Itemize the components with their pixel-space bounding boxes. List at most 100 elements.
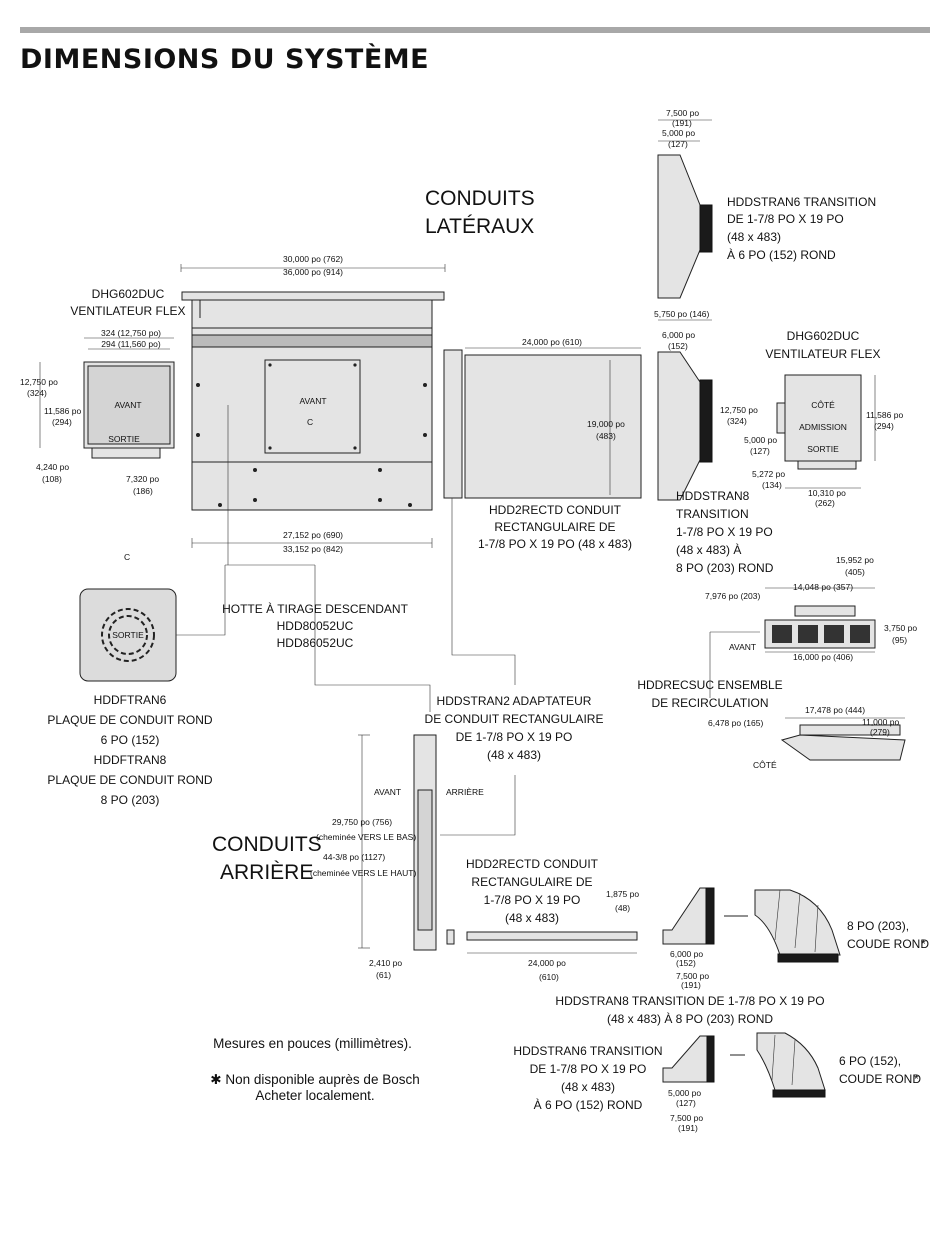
rear-duct-label-2: RECTANGULAIRE DE	[471, 875, 592, 889]
dim-left-blower-foot2: 7,320 po	[126, 474, 159, 484]
heading-rear-ducts-2: ARRIÈRE	[220, 861, 313, 884]
rear-back-label: ARRIÈRE	[446, 787, 484, 797]
dim-rear-3: 2,410 po	[369, 958, 402, 968]
dim-left-blower-w1: 324 (12,750 po)	[101, 328, 161, 338]
dim-rear-2-note: (cheminée VERS LE HAUT)	[310, 868, 416, 878]
dim-rear-1-note: (cheminée VERS LE BAS)	[316, 832, 416, 842]
dim-left-blower-h1: 12,750 po	[20, 377, 58, 387]
dim-rb-width: 10,310 po	[808, 488, 846, 498]
recirc-label-1: HDDRECSUC ENSEMBLE	[637, 678, 782, 692]
top-transition-6-drawing	[657, 119, 713, 299]
bottom-tran6-label-4: À 6 PO (152) ROND	[534, 1097, 643, 1112]
dim-side-duct-height-mm: (483)	[596, 431, 616, 441]
dim-top-tran-1: 7,500 po	[666, 108, 699, 118]
heading-side-ducts-2: LATÉRAUX	[425, 215, 534, 238]
dim-rear-duct-t-mm: (48)	[615, 903, 630, 913]
heading-rear-ducts-1: CONDUITS	[212, 833, 322, 856]
elbow-6-drawing	[756, 1032, 826, 1098]
hood-front-label: AVANT	[299, 396, 326, 406]
top-tran-label-1: HDDSTRAN6 TRANSITION	[727, 195, 876, 209]
left-blower-label-2: VENTILATEUR FLEX	[70, 304, 185, 318]
dim-left-blower-w2: 294 (11,560 po)	[101, 339, 161, 349]
bottom-tran6-label-3: (48 x 483)	[561, 1080, 615, 1094]
bottom-tran8-label-2: (48 x 483) À 8 PO (203) ROND	[607, 1011, 773, 1026]
dim-bt8-1-mm: (152)	[676, 958, 696, 968]
right-blower-outlet-label: SORTIE	[807, 444, 839, 454]
bottom-transition-6-drawing	[662, 1035, 745, 1083]
dim-left-blower-h2-mm: (294)	[52, 417, 72, 427]
side-rect-duct-drawing	[443, 347, 642, 499]
title-rule	[20, 27, 930, 33]
dim-mid-tran-2-mm: (152)	[668, 341, 688, 351]
bottom-tran6-label-1: HDDSTRAN6 TRANSITION	[513, 1044, 662, 1058]
top-tran-label-2: DE 1-7/8 PO X 19 PO	[727, 212, 844, 226]
elbow8-label-2: COUDE ROND	[847, 937, 929, 951]
dim-left-blower-foot1-mm: (108)	[42, 474, 62, 484]
side-duct-label-2: RECTANGULAIRE DE	[494, 520, 615, 534]
mid-tran-label-4: (48 x 483) À	[676, 542, 741, 557]
dim-rb-width-mm: (262)	[815, 498, 835, 508]
top-tran-label-4: À 6 PO (152) ROND	[727, 247, 836, 262]
dim-rb-h3-mm: (294)	[874, 421, 894, 431]
elbow6-label-1: 6 PO (152),	[839, 1054, 901, 1068]
recirculation-kit-drawing	[709, 587, 906, 761]
dim-bt8-2-mm: (191)	[681, 980, 701, 990]
page-title: DIMENSIONS DU SYSTÈME	[20, 44, 430, 75]
dim-bt6-1-mm: (127)	[676, 1098, 696, 1108]
right-blower-side-label: CÔTÉ	[811, 400, 835, 410]
dim-left-blower-foot2-mm: (186)	[133, 486, 153, 496]
dim-recirc-side-2: 11,000 po	[862, 717, 899, 727]
mid-tran-label-1: HDDSTRAN8	[676, 489, 750, 503]
mid-tran-label-5: 8 PO (203) ROND	[676, 561, 774, 575]
elbow6-asterisk: *	[914, 1072, 919, 1086]
rear-duct-label-4: (48 x 483)	[505, 911, 559, 925]
dim-side-duct-height: 19,000 po	[587, 419, 625, 429]
dim-recirc-h-mm: (95)	[892, 635, 907, 645]
dim-hood-width-30: 30,000 po (762)	[283, 254, 343, 264]
top-tran-label-3: (48 x 483)	[727, 230, 781, 244]
bottom-transition-8-drawing	[662, 887, 748, 945]
dim-mid-tran-1: 5,750 po (146)	[654, 309, 709, 319]
dim-hood-base-27: 27,152 po (690)	[283, 530, 343, 540]
availability-line-2: Acheter localement.	[255, 1088, 375, 1103]
plate-label-1: HDDFTRAN6	[94, 693, 167, 707]
recirc-side-label: CÔTÉ	[753, 760, 777, 770]
dim-rear-duct-len: 24,000 po	[528, 958, 566, 968]
dim-rear-duct-t: 1,875 po	[606, 889, 639, 899]
availability-note: ✱ Non disponible auprès de Bosch Acheter…	[185, 1072, 445, 1103]
elbow8-label-1: 8 PO (203),	[847, 919, 909, 933]
rear-duct-label-1: HDD2RECTD CONDUIT	[466, 857, 599, 871]
mid-tran-label-3: 1-7/8 PO X 19 PO	[676, 525, 773, 539]
dim-hood-width-36: 36,000 po (914)	[283, 267, 343, 277]
adapter-label-1: HDDSTRAN2 ADAPTATEUR	[437, 694, 592, 708]
recirc-label-2: DE RECIRCULATION	[651, 696, 768, 710]
dim-recirc-side-3: 6,478 po (165)	[708, 718, 763, 728]
heading-side-ducts-1: CONDUITS	[425, 187, 535, 210]
dim-bt8-2: 7,500 po	[676, 971, 709, 981]
availability-line-1: Non disponible auprès de Bosch	[225, 1072, 420, 1087]
dim-rear-2: 44-3/8 po (1127)	[323, 852, 385, 862]
plate-label-3: 6 PO (152)	[101, 733, 160, 747]
left-blower-front-label: AVANT	[114, 400, 141, 410]
dim-top-tran-1-mm: (191)	[672, 118, 692, 128]
elbow8-asterisk: *	[921, 937, 926, 951]
dim-bt6-1: 5,000 po	[668, 1088, 701, 1098]
dim-recirc-w1-mm: (405)	[845, 567, 865, 577]
dim-rb-h1: 12,750 po	[720, 405, 758, 415]
dim-hood-base-33: 33,152 po (842)	[283, 544, 343, 554]
dim-recirc-len: 16,000 po (406)	[793, 652, 853, 662]
right-blower-drawing	[776, 374, 876, 489]
hood-label-1: HOTTE À TIRAGE DESCENDANT	[222, 601, 408, 616]
adapter-label-4: (48 x 483)	[487, 748, 541, 762]
plate-label-2: PLAQUE DE CONDUIT ROND	[47, 713, 212, 727]
dim-recirc-w2: 14,048 po (357)	[793, 582, 853, 592]
right-blower-label-1: DHG602DUC	[787, 329, 860, 343]
dim-rb-foot: 5,272 po	[752, 469, 785, 479]
dim-left-blower-foot1: 4,240 po	[36, 462, 69, 472]
units-note: Mesures en pouces (millimètres).	[213, 1036, 412, 1051]
dim-recirc-side-1: 17,478 po (444)	[805, 705, 865, 715]
downdraft-hood-drawing	[180, 264, 446, 548]
bottom-tran6-label-2: DE 1-7/8 PO X 19 PO	[530, 1062, 647, 1076]
dim-recirc-w1: 15,952 po	[836, 555, 874, 565]
